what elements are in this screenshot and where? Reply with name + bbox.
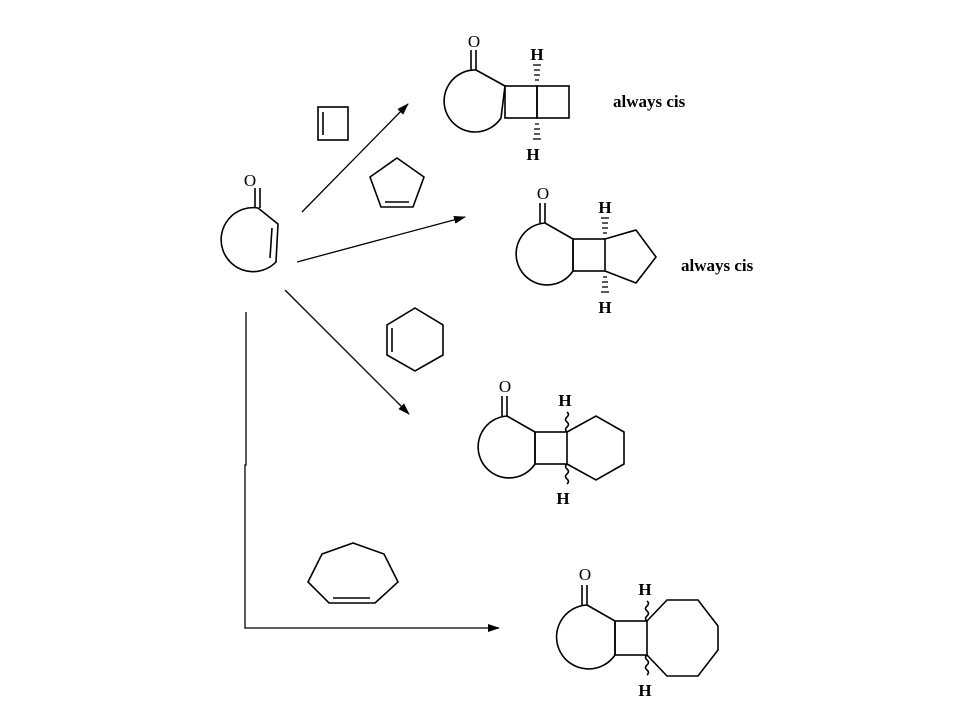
oxygen-label: O [579,565,591,584]
reagent-cycloheptene [307,542,399,604]
stereo-note-always-cis: always cis [613,92,686,111]
wavy-bond-bottom [644,654,650,676]
reaction-arrows [244,103,500,632]
oxygen-label: O [468,32,480,51]
arrow-to-cyclopentane-product [296,215,466,263]
arrow-to-cyclobutane-product [301,103,409,213]
hydrogen-label-top: H [530,45,543,64]
arrow-to-cycloheptane-product [244,312,500,632]
starting-enone: O [220,171,279,273]
hydrogen-label-bottom: H [598,298,611,317]
hashed-wedge-top [601,217,609,234]
product-cyclopentane-fused: O H H always cis [515,184,754,317]
reagent-cyclopentene [369,157,425,208]
hashed-wedge-top [533,64,541,81]
hydrogen-label-top: H [638,580,651,599]
arrow-to-cyclohexane-product [284,289,410,415]
oxygen-label: O [537,184,549,203]
hydrogen-label-bottom: H [526,145,539,164]
hydrogen-label-bottom: H [638,681,651,700]
hydrogen-label-top: H [558,391,571,410]
stereo-note-always-cis: always cis [681,256,754,275]
product-cycloheptane-fused: O H H [555,565,719,700]
oxygen-label: O [499,377,511,396]
oxygen-label: O [244,171,256,190]
hydrogen-label-bottom: H [556,489,569,508]
product-cyclohexane-fused: O H H [477,377,625,508]
reagent-cyclobutene [317,106,349,141]
wavy-bond-bottom [564,463,570,485]
wavy-bond-top [564,411,570,433]
wavy-bond-top [644,600,650,622]
hashed-wedge-bottom [533,123,541,140]
product-cyclobutane-fused: O H H always cis [443,32,686,164]
hashed-wedge-bottom [601,276,609,293]
hydrogen-label-top: H [598,198,611,217]
reagent-cyclohexene [386,307,444,372]
